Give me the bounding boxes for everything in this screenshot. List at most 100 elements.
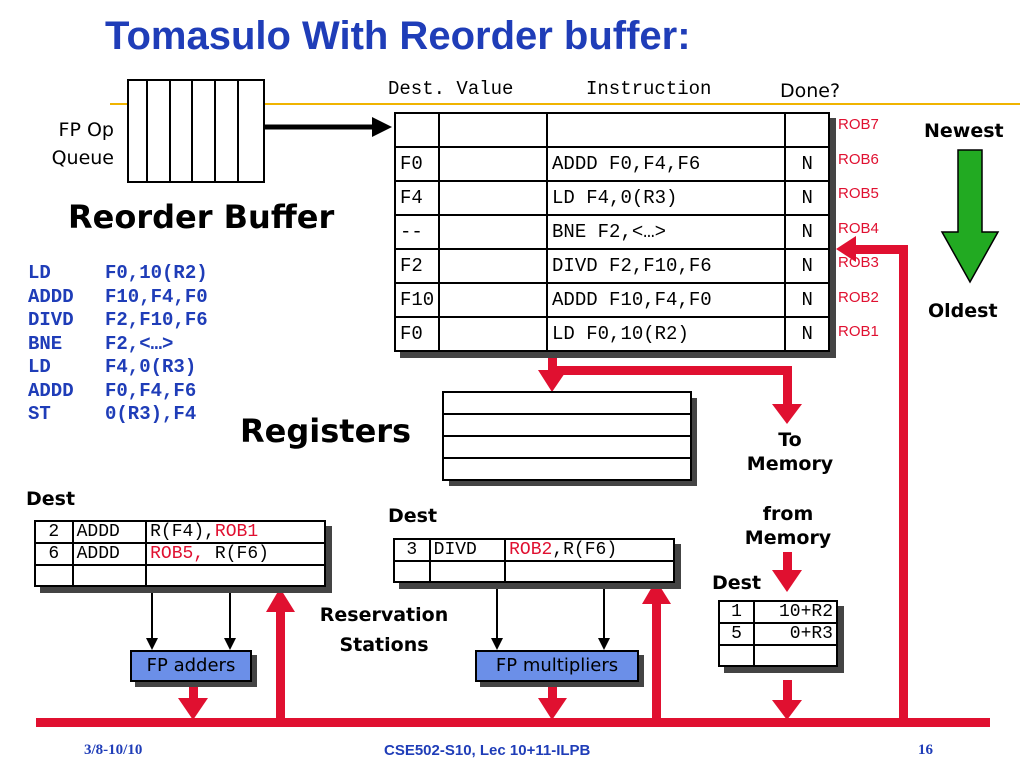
reorder-buffer-label: Reorder Buffer [68,198,335,236]
rs-operand-b: ,R(F6) [552,540,618,560]
rs-operands-cell: ROB5, R(F6) [145,542,326,566]
rs-operands-cell [145,564,326,587]
rob-value-cell [438,248,549,284]
load-buffer-dest-label: Dest [712,572,762,594]
common-data-bus [36,718,990,727]
rob-value-cell [438,282,549,318]
rs-entry-row [34,564,326,587]
rob-done-cell: N [784,180,830,216]
adder-rs-dest-label: Dest [26,488,76,510]
rs-operand-a: ROB2 [509,540,553,560]
to-memory-label: To Memory [746,429,834,475]
footer-page-number: 16 [918,742,933,758]
code-opcode: ADDD [28,379,74,402]
rs-operands-cell [504,560,675,583]
code-opcode: ADDD [28,285,74,308]
rs-op-cell: ADDD [71,520,148,544]
rs-operands-cell: R(F4),ROB1 [145,520,326,544]
rob-value-cell [438,146,549,182]
fp-op-queue-label: FP Op Queue [51,119,114,169]
rob-value-cell [438,112,549,148]
load-address-cell: 0+R3 [753,622,838,646]
rob-done-cell: N [784,248,830,284]
rob-dest-cell: F4 [393,180,441,216]
rob-dest-cell [393,112,441,148]
rob-done-cell: N [784,214,830,250]
rob-instruction-cell: ADDD F10,F4,F0 [546,282,787,318]
mult-rs-dest-label: Dest [388,505,438,527]
rob-header-dest-value: Dest. Value [388,78,514,100]
fp-adders-unit: FP adders [130,650,252,682]
rob-dest-cell: F0 [393,146,441,182]
rob-dest-cell: F10 [393,282,441,318]
rs-dest-cell [34,564,74,587]
footer-course: CSE502-S10, Lec 10+11-ILPB [384,742,591,759]
registers-label: Registers [240,412,412,450]
rob-value-cell [438,180,549,216]
rs-dest-cell: 2 [34,520,74,544]
rs-dest-cell [393,560,431,583]
code-operands: F2,<…> [105,332,174,355]
rs-op-cell: DIVD [428,538,507,562]
load-buffer-row [717,644,838,667]
rs-dest-cell: 3 [393,538,431,562]
fp-multipliers-unit: FP multipliers [475,650,639,682]
rs-op-cell [428,560,507,583]
newest-oldest-arrow [940,149,1000,284]
reservation-stations-label: Reservation Stations [319,604,449,656]
rs-dest-cell: 6 [34,542,74,566]
rob-entry-label: ROB3 [838,254,879,271]
rob-done-cell: N [784,146,830,182]
code-operands: F10,F4,F0 [105,285,208,308]
rob-value-cell [438,214,549,250]
footer-date: 3/8-10/10 [84,742,143,758]
rob-entry-label: ROB4 [838,219,879,237]
load-address-cell [753,644,838,667]
rob-entry-row: --BNE F2,<…>N [393,214,830,250]
rob-header-done: Done? [780,80,841,102]
rs-op-cell [71,564,148,587]
fp-op-queue [127,79,265,183]
from-memory-label: from Memory [744,503,832,549]
rob-dest-cell: F2 [393,248,441,284]
rob-done-cell: N [784,282,830,318]
rob-instruction-cell [546,112,787,148]
rob-header-instruction: Instruction [586,78,712,100]
newest-label: Newest [924,120,1004,142]
rs-entry-row [393,560,675,583]
rob-value-cell [438,316,549,352]
rob-done-cell [784,112,830,148]
rs-operands-cell: ROB2,R(F6) [504,538,675,562]
rob-entry-label: ROB7 [838,116,879,133]
rob-entry-label: ROB1 [838,323,879,340]
load-dest-cell: 5 [717,622,756,646]
code-opcode: ST [28,403,51,425]
oldest-label: Oldest [928,300,998,322]
code-line: ADDD F10,F4,F0 [28,286,208,310]
register-file [442,391,697,486]
rob-instruction-cell: ADDD F0,F4,F6 [546,146,787,182]
rob-dest-cell: -- [393,214,441,250]
code-opcode: LD [28,356,51,378]
rob-dest-cell: F0 [393,316,441,352]
code-opcode: DIVD [28,309,74,331]
code-operands: F0,10(R2) [105,262,208,284]
